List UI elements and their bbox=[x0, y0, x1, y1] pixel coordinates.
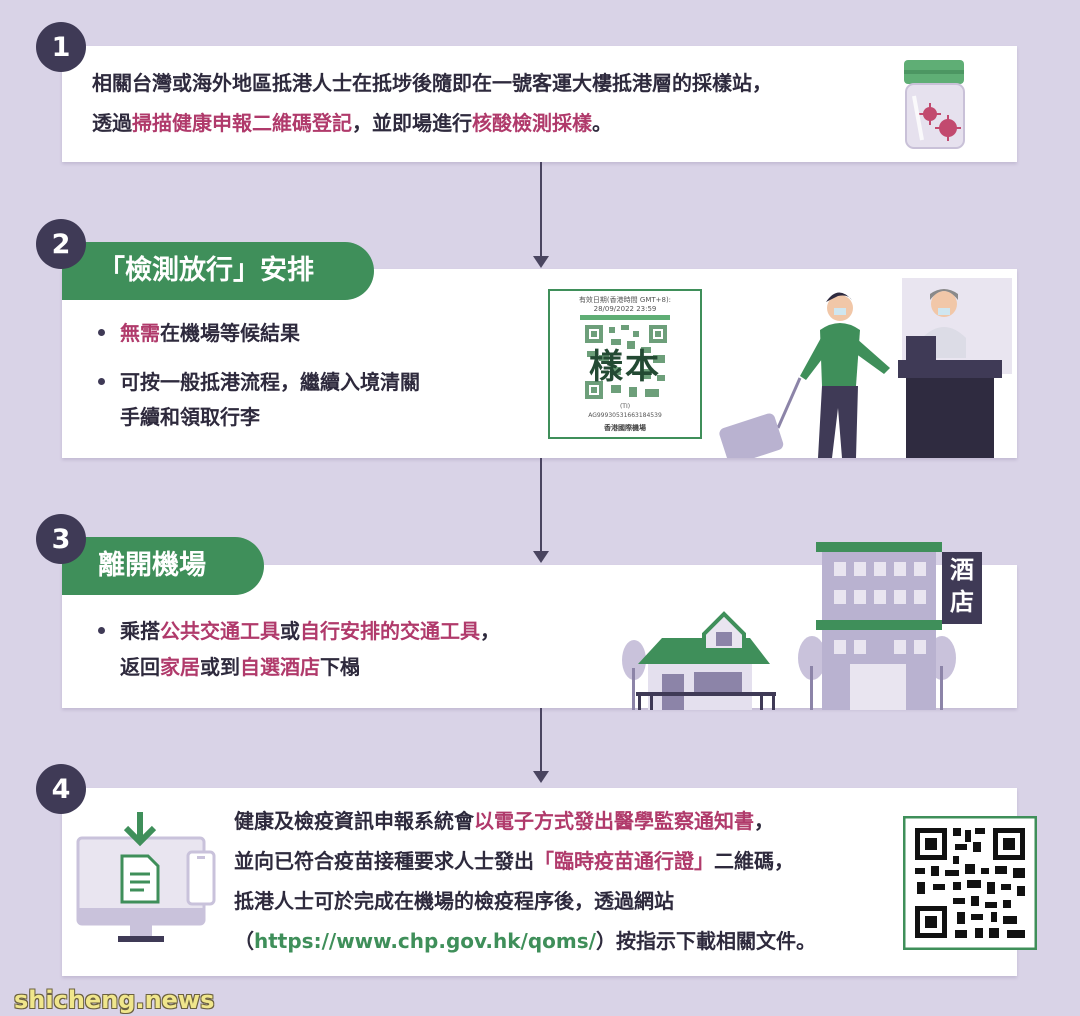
step1-number-badge: 1 bbox=[36, 22, 86, 72]
sample-valid-label: 有效日期(香港時間 GMT+8): bbox=[578, 296, 672, 304]
step4-highlight-electronic-notice: 以電子方式發出醫學監察通知書 bbox=[474, 809, 754, 833]
sample-qr-card: 有效日期(香港時間 GMT+8): 28/09/2022 23:59 樣本 (T… bbox=[548, 289, 702, 439]
step3-highlight-own-transport: 自行安排的交通工具 bbox=[300, 619, 480, 643]
step3-highlight-public-transport: 公共交通工具 bbox=[160, 619, 280, 643]
phone-icon bbox=[186, 850, 216, 906]
site-watermark: shicheng.news bbox=[14, 986, 215, 1014]
qoms-qr-code[interactable] bbox=[903, 816, 1037, 950]
step3-highlight-hotel: 自選酒店 bbox=[240, 655, 320, 679]
sample-green-bar bbox=[580, 315, 670, 320]
step4-line4-a: （ bbox=[234, 929, 254, 953]
step1-line2-a: 透過 bbox=[92, 111, 132, 135]
connector-1-2 bbox=[540, 162, 542, 262]
connector-3-4 bbox=[540, 708, 542, 776]
step1-line1-text: 相關台灣或海外地區抵港人士在抵埗後隨即在一號客運大樓抵港層的採樣站， bbox=[92, 71, 772, 95]
step3-line1-b: 或 bbox=[280, 619, 300, 643]
step3-line2: 返回家居或到自選酒店下榻 bbox=[120, 648, 360, 686]
step3-title-pill: 離開機場 bbox=[62, 537, 264, 595]
step1-line2-b: ，並即場進行 bbox=[352, 111, 472, 135]
step4-line1: 健康及檢疫資訊申報系統會以電子方式發出醫學監察通知書， bbox=[234, 802, 774, 840]
step4-highlight-vaccine-pass: 「臨時疫苗通行證」 bbox=[534, 849, 714, 873]
step4-line4: （https://www.chp.gov.hk/qoms/）按指示下載相關文件。 bbox=[234, 922, 816, 960]
step4-line2-a: 並向已符合疫苗接種要求人士發出 bbox=[234, 849, 534, 873]
step3-line2-b: 或到 bbox=[200, 655, 240, 679]
arrow-2-3 bbox=[533, 551, 549, 563]
house-illustration bbox=[622, 611, 776, 710]
step2-bullet2-dot bbox=[98, 378, 105, 385]
step4-number-badge: 4 bbox=[36, 764, 86, 814]
hotel-sign-char-1: 酒 bbox=[950, 556, 974, 584]
step1-line1: 相關台灣或海外地區抵港人士在抵埗後隨即在一號客運大樓抵港層的採樣站， bbox=[92, 64, 772, 102]
step2-number-badge: 2 bbox=[36, 219, 86, 269]
step2-bullet1-rest: 在機場等候結果 bbox=[160, 321, 300, 345]
step4-line4-b: ）按指示下載相關文件。 bbox=[595, 929, 816, 953]
step3-line1-a: 乘搭 bbox=[120, 619, 160, 643]
step2-bullet1: 無需在機場等候結果 bbox=[120, 314, 300, 352]
arrow-1-2 bbox=[533, 256, 549, 268]
step4-card bbox=[62, 788, 1017, 976]
step4-line1-a: 健康及檢疫資訊申報系統會 bbox=[234, 809, 474, 833]
step1-highlight-nucleic-test: 核酸檢測採樣 bbox=[472, 111, 592, 135]
step4-line2-b: 二維碼， bbox=[714, 849, 794, 873]
sample-mark: (TI) bbox=[619, 403, 631, 410]
qr-code-icon bbox=[583, 323, 669, 401]
sample-issuer: 香港國際機場 bbox=[604, 424, 646, 432]
step1-line2: 透過掃描健康申報二維碼登記，並即場進行核酸檢測採樣。 bbox=[92, 104, 612, 142]
hotel-sign-char-2: 店 bbox=[950, 588, 974, 616]
step2-bullet1-dot bbox=[98, 329, 105, 336]
step2-card bbox=[62, 269, 1017, 458]
arrow-3-4 bbox=[533, 771, 549, 783]
sample-valid-date: 28/09/2022 23:59 bbox=[593, 305, 657, 313]
connector-2-3 bbox=[540, 458, 542, 556]
step3-line1: 乘搭公共交通工具或自行安排的交通工具， bbox=[120, 612, 500, 650]
step3-line1-c: ， bbox=[480, 619, 500, 643]
step1-highlight-qr-register: 掃描健康申報二維碼登記 bbox=[132, 111, 352, 135]
step3-line2-c: 下榻 bbox=[320, 655, 360, 679]
step3-bullet-dot bbox=[98, 627, 105, 634]
step2-highlight-no-wait: 無需 bbox=[120, 321, 160, 345]
traveller-illustration bbox=[719, 278, 1012, 458]
step2-title-pill: 「檢測放行」安排 bbox=[62, 242, 374, 300]
sample-code: AG99930531663184539 bbox=[588, 412, 662, 419]
step2-bullet2-line1: 可按一般抵港流程，繼續入境清關 bbox=[120, 370, 420, 394]
step3-number-badge: 3 bbox=[36, 514, 86, 564]
computer-download-icon bbox=[76, 812, 206, 942]
hotel-illustration bbox=[798, 542, 982, 710]
hotel-sign: 酒 店 bbox=[944, 554, 980, 618]
step1-card bbox=[62, 46, 1017, 162]
step2-bullet2-line2: 手續和領取行李 bbox=[120, 405, 260, 429]
sample-stamp: 樣本 bbox=[589, 347, 661, 387]
step4-line3: 抵港人士可於完成在機場的檢疫程序後，透過網站 bbox=[234, 889, 674, 913]
step4-line1-b: ， bbox=[754, 809, 774, 833]
specimen-jar-icon bbox=[904, 60, 965, 149]
step3-line2-a: 返回 bbox=[120, 655, 160, 679]
step3-highlight-home: 家居 bbox=[160, 655, 200, 679]
step4-line2: 並向已符合疫苗接種要求人士發出「臨時疫苗通行證」二維碼， bbox=[234, 842, 794, 880]
step1-line2-c: 。 bbox=[592, 111, 612, 135]
chp-qoms-link[interactable]: https://www.chp.gov.hk/qoms/ bbox=[254, 929, 596, 953]
